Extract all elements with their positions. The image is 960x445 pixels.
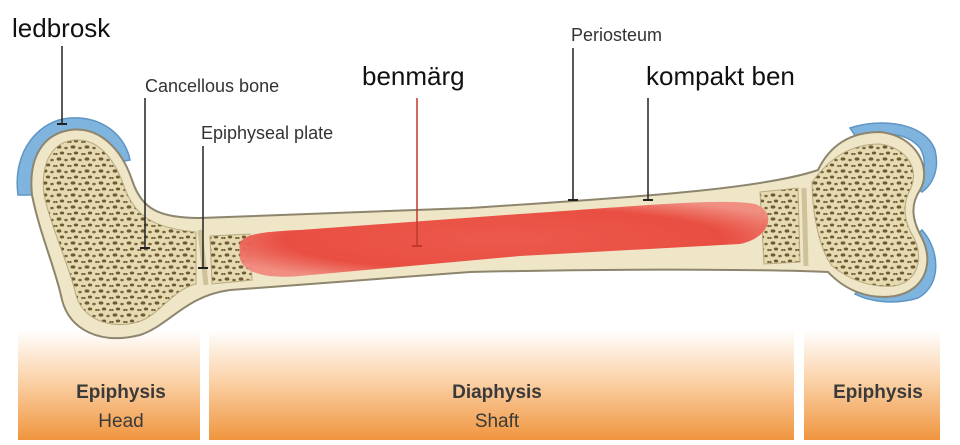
label-periosteum: Periosteum	[571, 25, 662, 45]
cancellous-bone-left	[42, 139, 197, 325]
band-diaphysis	[209, 330, 794, 440]
region-right-title: Epiphysis	[833, 382, 923, 403]
region-left-title: Epiphysis	[76, 382, 166, 403]
label-marrow: benmärg	[362, 61, 465, 91]
region-middle-subtitle: Shaft	[475, 411, 520, 432]
cartilage-right-top	[848, 122, 938, 193]
cancellous-bone-right	[811, 143, 920, 287]
label-cartilage: ledbrosk	[12, 13, 111, 43]
label-compact-bone: kompakt ben	[646, 61, 795, 91]
epiphyseal-plate-right	[801, 187, 809, 267]
region-middle-title: Diaphysis	[452, 382, 542, 403]
cancellous-bone-right-inner	[759, 187, 801, 265]
label-epiphyseal-plate: Epiphyseal plate	[201, 123, 333, 143]
band-epiphysis-right	[804, 330, 940, 440]
region-left-subtitle: Head	[98, 411, 143, 432]
label-cancellous-bone: Cancellous bone	[145, 76, 279, 96]
marrow-cavity	[239, 201, 769, 277]
band-epiphysis-left	[18, 330, 200, 440]
